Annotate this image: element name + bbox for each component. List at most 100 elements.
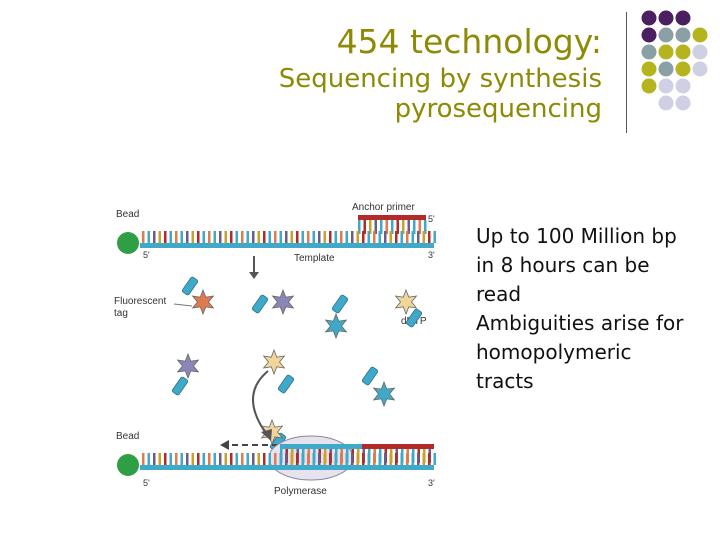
base-tick [224, 231, 227, 243]
label-anchor-primer: Anchor primer [352, 202, 415, 213]
base-tick [263, 453, 266, 465]
base-tick [400, 453, 403, 465]
curved-arrow-head [261, 429, 272, 441]
label-bead-bottom: Bead [116, 431, 139, 442]
base-tick [329, 453, 332, 465]
base-tick [362, 453, 365, 465]
base-tick [208, 453, 211, 465]
base-tick [418, 220, 421, 234]
base-tick [417, 453, 420, 465]
base-tick [329, 231, 332, 243]
base-tick [186, 453, 189, 465]
nucleotide-tag [361, 366, 379, 386]
base-tick [367, 231, 370, 243]
base-tick [351, 231, 354, 243]
fluorescent-star-icon [191, 288, 215, 316]
base-tick [358, 220, 361, 234]
nucleotide-tag [181, 276, 199, 296]
base-tick [323, 453, 326, 465]
base-tick [153, 231, 156, 243]
decorative-dot [692, 61, 708, 77]
base-tick [224, 453, 227, 465]
base-tick [411, 231, 414, 243]
base-tick [411, 453, 414, 465]
bottom-bases-lower [142, 453, 436, 465]
base-tick [380, 220, 383, 234]
base-tick [345, 453, 348, 465]
base-tick [340, 453, 343, 465]
base-tick [345, 231, 348, 243]
fluorescent-star-icon [394, 288, 418, 316]
decorative-dot [675, 10, 691, 26]
base-tick [274, 231, 277, 243]
bullet-line: read [476, 282, 522, 306]
title-divider-line [626, 12, 627, 133]
bullet-line: in 8 hours can be [476, 253, 650, 277]
base-tick [334, 453, 337, 465]
base-tick [219, 231, 222, 243]
base-tick [197, 453, 200, 465]
base-tick [373, 453, 376, 465]
base-tick [147, 453, 150, 465]
decorative-dot [658, 78, 674, 94]
base-tick [384, 453, 387, 465]
decorative-dot [658, 61, 674, 77]
fluorescent-tag-pointer [173, 303, 193, 307]
base-tick [208, 231, 211, 243]
base-tick [384, 231, 387, 243]
base-tick [363, 220, 366, 234]
base-tick [164, 453, 167, 465]
label-template: Template [294, 253, 335, 264]
base-tick [406, 231, 409, 243]
base-tick [400, 231, 403, 243]
template-bases-lower [142, 231, 436, 243]
base-tick [230, 231, 233, 243]
base-tick [290, 231, 293, 243]
base-tick [169, 453, 172, 465]
base-tick [246, 453, 249, 465]
bullet-line: Ambiguities arise for [476, 311, 684, 335]
base-tick [252, 231, 255, 243]
fluorescent-star-icon [372, 380, 396, 408]
base-tick [230, 453, 233, 465]
base-tick [202, 231, 205, 243]
base-tick [402, 220, 405, 234]
base-tick [279, 231, 282, 243]
base-tick [351, 453, 354, 465]
base-tick [268, 453, 271, 465]
label-5prime-top-right: 5' [428, 214, 435, 224]
base-tick [307, 453, 310, 465]
decorative-dot [658, 27, 674, 43]
bead-top [117, 232, 139, 254]
base-tick [369, 220, 372, 234]
decorative-dot [641, 10, 657, 26]
base-tick [164, 231, 167, 243]
base-tick [356, 453, 359, 465]
decorative-dot [675, 95, 691, 111]
base-tick [296, 231, 299, 243]
label-3prime-bottom: 3' [428, 478, 435, 488]
decorative-dot [641, 27, 657, 43]
base-tick [362, 231, 365, 243]
base-tick [191, 231, 194, 243]
down-arrow-head [249, 272, 259, 279]
base-tick [406, 453, 409, 465]
slide-title-block: 454 technology: Sequencing by synthesis … [279, 20, 602, 124]
base-tick [213, 453, 216, 465]
base-tick [158, 453, 161, 465]
bullet-line: tracts [476, 369, 534, 393]
template-bases-upper [358, 220, 427, 234]
base-tick [235, 453, 238, 465]
label-polymerase: Polymerase [274, 486, 327, 497]
base-tick [301, 453, 304, 465]
base-tick [373, 231, 376, 243]
base-tick [153, 453, 156, 465]
base-tick [235, 231, 238, 243]
fluorescent-star-icon [271, 288, 295, 316]
decorative-dot [658, 10, 674, 26]
base-tick [202, 453, 205, 465]
base-tick [395, 231, 398, 243]
bullet-text-block: Up to 100 Million bp in 8 hours can be r… [476, 222, 706, 396]
base-tick [428, 231, 431, 243]
base-tick [263, 231, 266, 243]
